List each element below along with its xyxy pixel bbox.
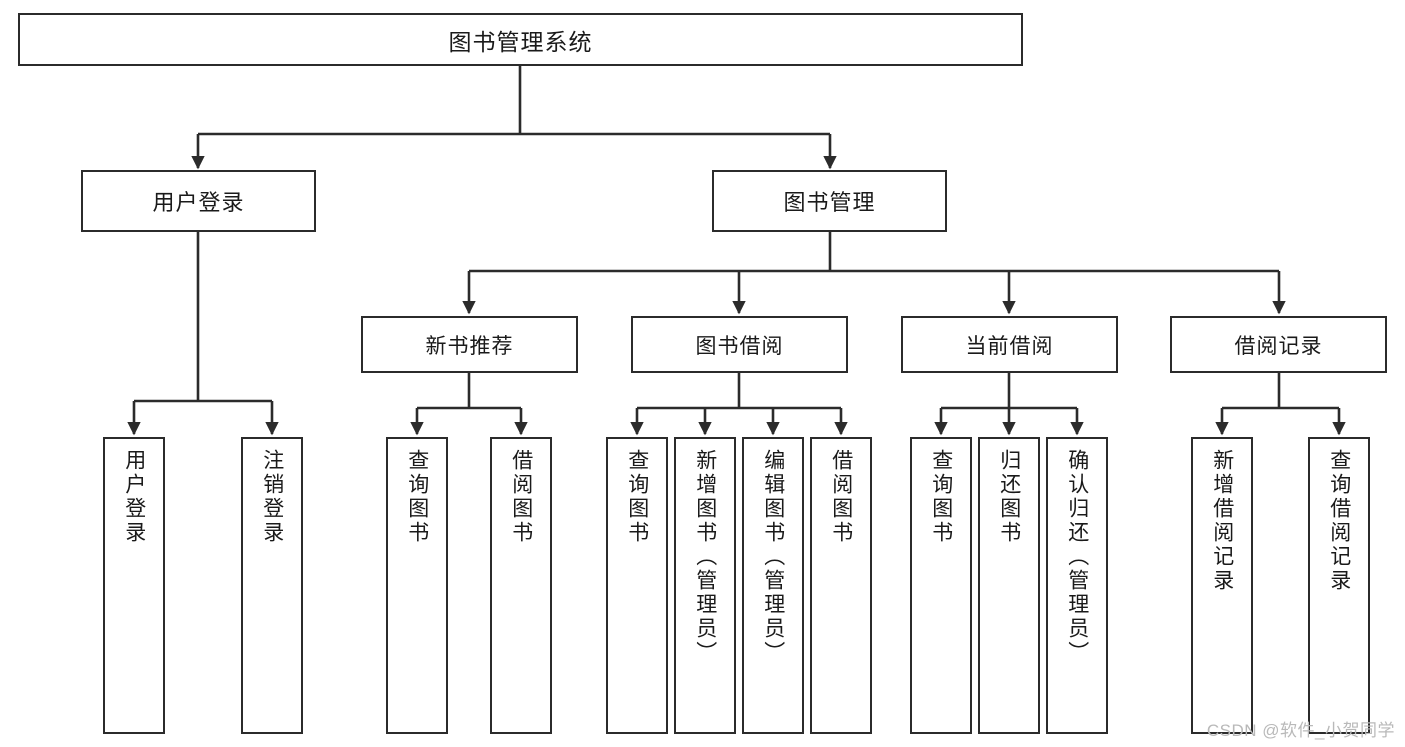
node-leaf-query-book-2-label: 查询图书 <box>625 449 649 545</box>
node-leaf-edit-book-label: 编辑图书（管理员） <box>761 449 785 665</box>
node-leaf-borrow-book-2-label: 借阅图书 <box>829 449 853 545</box>
node-book-borrow-label: 图书借阅 <box>695 334 784 358</box>
node-leaf-confirm-return-label: 确认归还（管理员） <box>1065 449 1089 665</box>
node-user-login[interactable]: 用户登录 <box>81 170 316 232</box>
node-current-borrow-label: 当前借阅 <box>965 334 1054 358</box>
node-user-login-label: 用户登录 <box>152 190 245 215</box>
node-leaf-confirm-return[interactable]: 确认归还（管理员） <box>1046 437 1108 734</box>
node-book-manage[interactable]: 图书管理 <box>712 170 947 232</box>
node-leaf-query-book-2[interactable]: 查询图书 <box>606 437 668 734</box>
node-leaf-borrow-book-2[interactable]: 借阅图书 <box>810 437 872 734</box>
node-leaf-return-book[interactable]: 归还图书 <box>978 437 1040 734</box>
node-leaf-add-book[interactable]: 新增图书（管理员） <box>674 437 736 734</box>
node-leaf-borrow-book-1-label: 借阅图书 <box>509 449 533 545</box>
node-root[interactable]: 图书管理系统 <box>18 13 1023 66</box>
node-leaf-user-login[interactable]: 用户登录 <box>103 437 165 734</box>
node-leaf-borrow-book-1[interactable]: 借阅图书 <box>490 437 552 734</box>
node-leaf-add-book-label: 新增图书（管理员） <box>693 449 717 665</box>
node-borrow-record-label: 借阅记录 <box>1234 334 1323 358</box>
node-leaf-logout[interactable]: 注销登录 <box>241 437 303 734</box>
node-leaf-logout-label: 注销登录 <box>260 449 284 545</box>
node-borrow-record[interactable]: 借阅记录 <box>1170 316 1387 373</box>
node-new-book-recommend-label: 新书推荐 <box>425 334 514 358</box>
node-leaf-query-book-3[interactable]: 查询图书 <box>910 437 972 734</box>
node-leaf-user-login-label: 用户登录 <box>122 449 146 545</box>
node-leaf-add-record-label: 新增借阅记录 <box>1210 449 1234 593</box>
node-leaf-query-book-1-label: 查询图书 <box>405 449 429 545</box>
node-leaf-return-book-label: 归还图书 <box>997 449 1021 545</box>
node-book-borrow[interactable]: 图书借阅 <box>631 316 848 373</box>
node-new-book-recommend[interactable]: 新书推荐 <box>361 316 578 373</box>
node-current-borrow[interactable]: 当前借阅 <box>901 316 1118 373</box>
node-leaf-add-record[interactable]: 新增借阅记录 <box>1191 437 1253 734</box>
node-root-label: 图书管理系统 <box>448 28 593 55</box>
node-leaf-query-book-3-label: 查询图书 <box>929 449 953 545</box>
node-leaf-query-record-label: 查询借阅记录 <box>1327 449 1351 593</box>
node-leaf-edit-book[interactable]: 编辑图书（管理员） <box>742 437 804 734</box>
node-book-manage-label: 图书管理 <box>783 190 876 215</box>
node-leaf-query-record[interactable]: 查询借阅记录 <box>1308 437 1370 734</box>
node-leaf-query-book-1[interactable]: 查询图书 <box>386 437 448 734</box>
watermark: CSDN @软件_小贺同学 <box>1206 721 1395 740</box>
